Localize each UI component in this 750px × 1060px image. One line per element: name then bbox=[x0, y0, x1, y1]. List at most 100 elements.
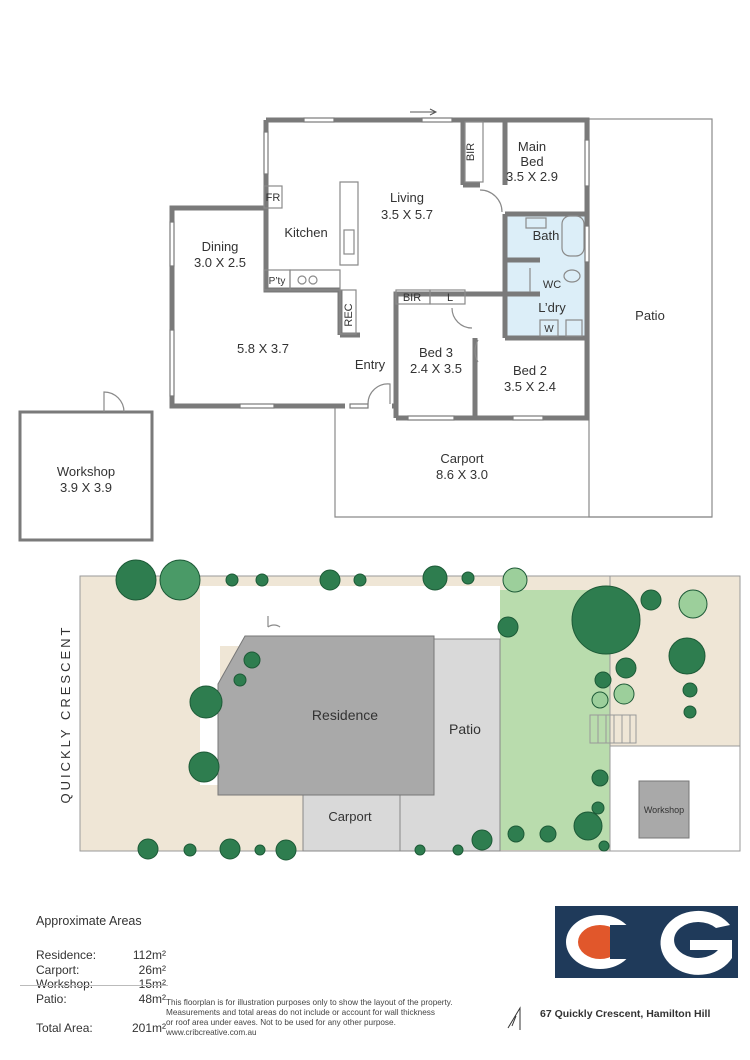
wet-partitions bbox=[505, 257, 540, 297]
living-label: Living bbox=[390, 190, 424, 205]
dining-label: Dining bbox=[202, 239, 239, 254]
workshop-walls bbox=[18, 410, 154, 542]
floor-plan bbox=[18, 108, 713, 542]
wet-area-floor bbox=[505, 214, 587, 338]
floorplan-labels: Main Bed 3.5 X 2.9 Living 3.5 X 5.7 Kitc… bbox=[57, 139, 665, 495]
pantry-box bbox=[263, 269, 291, 291]
family-dims: 5.8 X 3.7 bbox=[237, 341, 289, 356]
site-plan bbox=[79, 559, 741, 861]
kitchen-bench bbox=[339, 181, 359, 266]
area-value: 112m² bbox=[132, 948, 166, 962]
site-carport-roof bbox=[302, 794, 401, 852]
wc-label: WC bbox=[543, 279, 561, 291]
areas-title: Approximate Areas bbox=[36, 914, 142, 928]
disclaimer-line: Measurements and total areas do not incl… bbox=[166, 1008, 435, 1017]
toilet bbox=[563, 269, 581, 283]
dining-dims: 3.0 X 2.5 bbox=[194, 255, 246, 270]
sliding-door-arrow bbox=[410, 108, 438, 116]
site-entry-door bbox=[267, 616, 281, 628]
area-label: Carport: bbox=[36, 962, 80, 977]
pantry-label: P’ty bbox=[269, 276, 286, 287]
bed2-dims: 3.5 X 2.4 bbox=[504, 379, 556, 394]
area-label: Workshop: bbox=[36, 977, 94, 991]
linen-label: L bbox=[447, 292, 453, 304]
vanity bbox=[525, 217, 547, 229]
cooktop-burner bbox=[297, 275, 307, 285]
exterior-wall-west bbox=[169, 120, 345, 409]
fridge-label: FR bbox=[266, 192, 281, 204]
bath-label: Bath bbox=[533, 228, 560, 243]
area-label: Patio: bbox=[36, 991, 67, 1006]
total-value: 201m² bbox=[131, 1021, 166, 1035]
site-stairs bbox=[589, 714, 637, 744]
north-arrow bbox=[507, 1006, 521, 1030]
bed3-label: Bed 3 bbox=[419, 345, 453, 360]
trough bbox=[565, 319, 583, 337]
main-bed-label-2: Bed bbox=[520, 154, 543, 169]
area-value: 26m² bbox=[138, 962, 166, 977]
disclaimer-line: or roof area under eaves. Not to be used… bbox=[166, 1018, 396, 1027]
street-name: QUICKLY CRESCENT bbox=[58, 625, 73, 804]
rec-label: REC bbox=[343, 303, 355, 326]
door-swing bbox=[451, 307, 473, 329]
kitchen-sink bbox=[343, 229, 355, 255]
patio-label: Patio bbox=[635, 308, 665, 323]
main-bed-label: Main bbox=[518, 139, 546, 154]
bed2-label: Bed 2 bbox=[513, 363, 547, 378]
logo-g bbox=[660, 910, 732, 975]
total-label: Total Area: bbox=[36, 1021, 93, 1035]
area-row-patio: Patio: 48m² bbox=[36, 992, 166, 1007]
carport-label: Carport bbox=[440, 451, 484, 466]
washer-label: W bbox=[544, 324, 554, 335]
workshop-label: Workshop bbox=[57, 464, 115, 479]
site-labels: Residence Patio Carport Workshop QUICKLY… bbox=[58, 625, 684, 825]
main-bed-dims: 3.5 X 2.9 bbox=[506, 169, 558, 184]
entry-label: Entry bbox=[355, 357, 386, 372]
workshop-door bbox=[103, 391, 125, 413]
approximate-areas: Approximate Areas Residence: 112m² Carpo… bbox=[36, 914, 166, 1036]
interior-walls-bed bbox=[460, 120, 587, 341]
site-workshop-label: Workshop bbox=[644, 805, 684, 815]
bir-main-box bbox=[464, 121, 484, 183]
area-row-carport: Carport: 26m² bbox=[36, 963, 166, 978]
door-swing bbox=[479, 189, 503, 213]
disclaimer: This floorplan is for illustration purpo… bbox=[166, 998, 506, 1038]
linen-box bbox=[429, 289, 466, 305]
areas-divider bbox=[20, 985, 168, 986]
bir-main-label: BIR bbox=[465, 143, 477, 161]
cooktop-burner bbox=[308, 275, 318, 285]
bir-label: BIR bbox=[403, 292, 421, 304]
door-swing bbox=[474, 339, 479, 363]
logo-c-gap bbox=[610, 925, 642, 959]
property-address: 67 Quickly Crescent, Hamilton Hill bbox=[540, 1008, 711, 1020]
website-link[interactable]: www.cribcreative.com.au bbox=[166, 1028, 257, 1037]
trees bbox=[115, 559, 708, 861]
area-row-workshop: Workshop: 15m² bbox=[36, 977, 166, 992]
area-value: 48m² bbox=[138, 991, 166, 1006]
carport-dims: 8.6 X 3.0 bbox=[436, 467, 488, 482]
area-row-total: Total Area: 201m² bbox=[36, 1021, 166, 1036]
site-carport-label: Carport bbox=[328, 809, 372, 824]
windows bbox=[169, 117, 590, 421]
kitchen-label: Kitchen bbox=[284, 225, 327, 240]
disclaimer-line: This floorplan is for illustration purpo… bbox=[166, 998, 453, 1007]
washer bbox=[539, 319, 559, 337]
living-dims: 3.5 X 5.7 bbox=[381, 207, 433, 222]
site-residence-roof bbox=[217, 635, 435, 796]
workshop-dims: 3.9 X 3.9 bbox=[60, 480, 112, 495]
bathtub bbox=[561, 215, 585, 257]
area-row-residence: Residence: 112m² bbox=[36, 948, 166, 963]
site-residence-label: Residence bbox=[312, 707, 378, 723]
area-value: 15m² bbox=[138, 977, 166, 991]
bed3-dims: 2.4 X 3.5 bbox=[410, 361, 462, 376]
carport-outline bbox=[334, 404, 712, 518]
site-workshop-roof bbox=[638, 780, 690, 839]
area-label: Residence: bbox=[36, 948, 97, 962]
company-logo bbox=[555, 906, 738, 978]
rec-box bbox=[339, 289, 357, 335]
laundry-label: L’dry bbox=[538, 300, 566, 315]
fridge-box bbox=[263, 185, 283, 209]
entry-door-swing bbox=[367, 383, 391, 405]
site-patio-label: Patio bbox=[449, 721, 481, 737]
